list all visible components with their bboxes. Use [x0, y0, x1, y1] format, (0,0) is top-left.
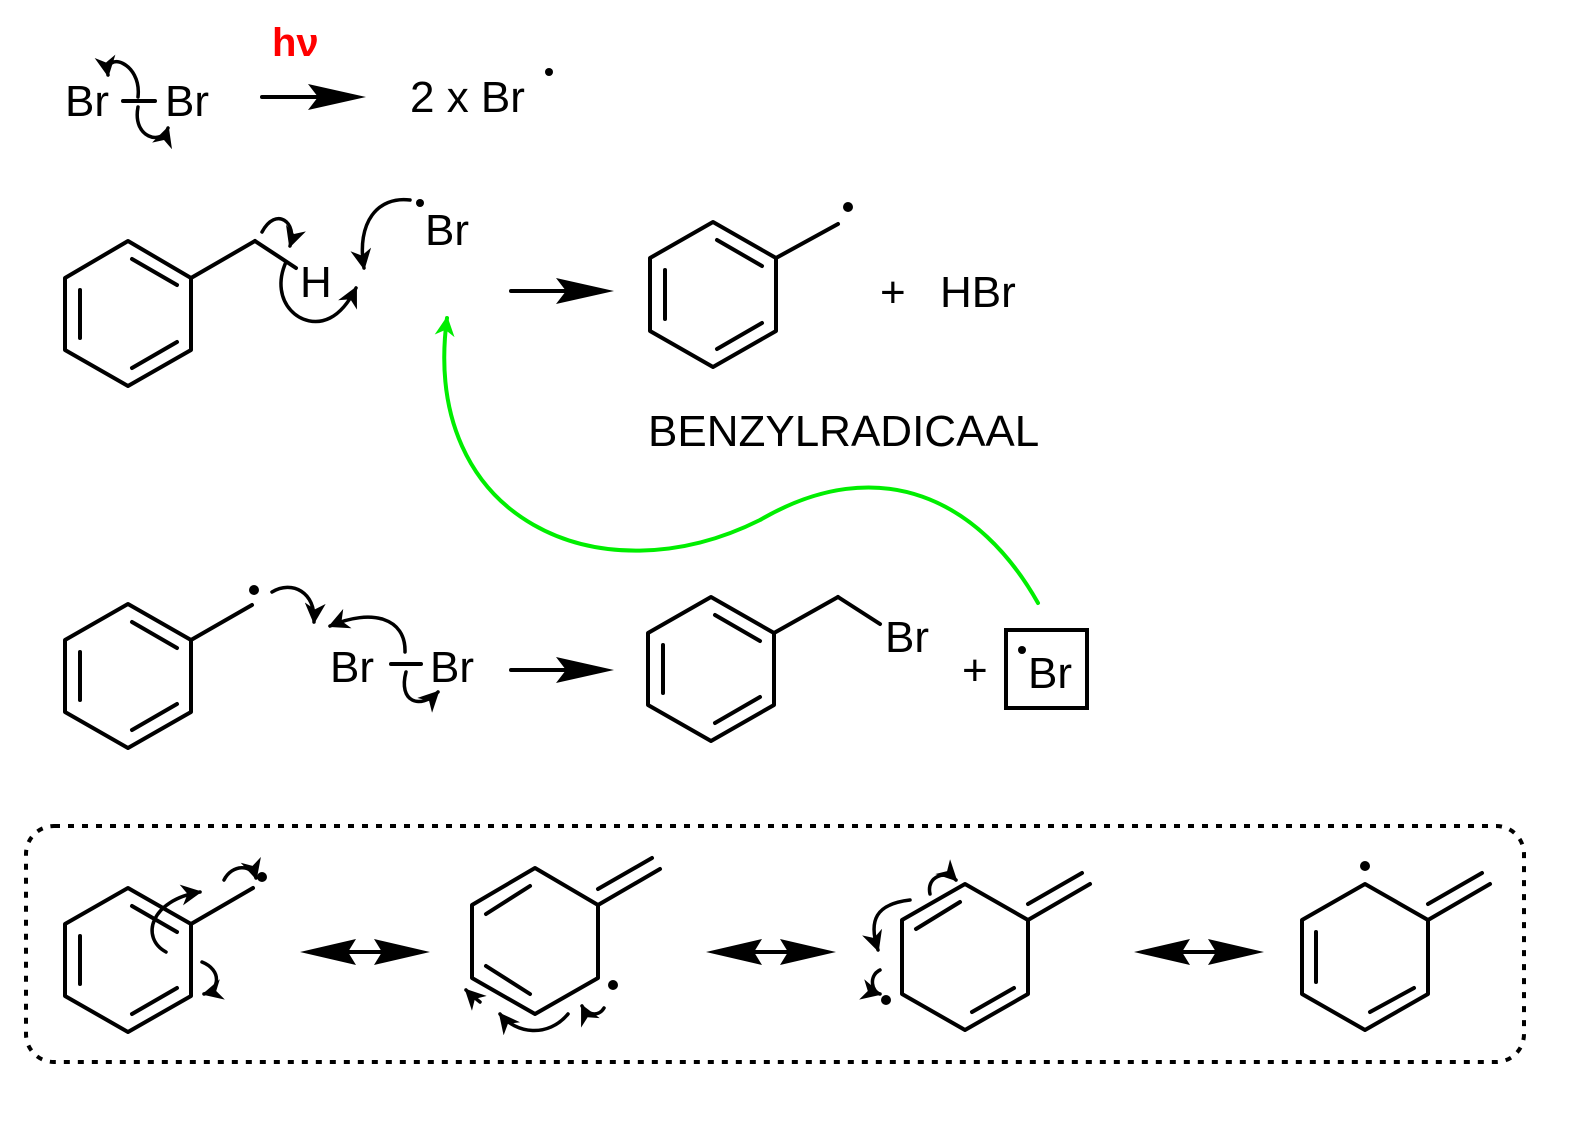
- product-2-br-radical: 2 x Br: [410, 73, 525, 122]
- step-2-propagation: H Br + HBr BENZYLRADICAAL: [63, 197, 1039, 456]
- curly-arrow-down-icon: [135, 105, 172, 150]
- resonance-structure-4: [1300, 861, 1492, 1032]
- hbr-label: HBr: [940, 268, 1016, 317]
- br-radical-label: Br: [425, 206, 469, 255]
- br2-right-label: Br: [165, 77, 209, 126]
- chain-regeneration-arrow-icon: [434, 316, 1040, 605]
- step-1-initiation: Br Br hν 2 x Br: [65, 21, 553, 150]
- step-3-propagation: Br Br Br + Br: [63, 585, 1089, 750]
- resonance-arrow-icon: [1134, 939, 1264, 965]
- boxed-br-radical: [1004, 628, 1089, 710]
- reaction-arrow-3: [509, 657, 614, 683]
- curly-arrow-br2-icon: [328, 608, 407, 654]
- curly-arrow-up-icon: [94, 54, 140, 99]
- curly-arrow-ch-icon: [260, 217, 306, 248]
- benzyl-bromide-structure: [646, 595, 882, 743]
- resonance-arrow-icon: [300, 939, 430, 965]
- radical-dot: [416, 199, 424, 207]
- curly-arrow-down-icon: [402, 670, 440, 713]
- resonance-structures-box: [24, 824, 1526, 1064]
- hydrogen-label: H: [300, 258, 332, 307]
- curly-arrow-br-icon: [350, 197, 412, 271]
- curly-arrow-h-icon: [279, 260, 358, 324]
- br2-left-label: Br: [65, 77, 109, 126]
- hv-condition: hν: [272, 21, 319, 65]
- plus-sign: +: [962, 646, 988, 695]
- radical-dot: [545, 68, 553, 76]
- resonance-structure-3: [859, 859, 1092, 1032]
- benzyl-radical-structure-2: [63, 585, 259, 750]
- br-substituent-label: Br: [885, 613, 929, 662]
- reaction-arrow-1: [260, 84, 366, 110]
- br2-left-label: Br: [330, 643, 374, 692]
- reaction-arrow-2: [509, 278, 614, 304]
- resonance-structure-1: [63, 856, 267, 1034]
- plus-sign: +: [880, 268, 906, 317]
- benzylradicaal-label: BENZYLRADICAAL: [648, 407, 1039, 456]
- toluene-structure: [63, 239, 298, 388]
- benzyl-radical-structure: [648, 202, 853, 369]
- resonance-structure-2: [464, 856, 662, 1036]
- radical-dot: [1018, 646, 1026, 654]
- curly-arrow-radical-icon: [270, 585, 326, 625]
- boxed-br-label: Br: [1028, 649, 1072, 698]
- resonance-arrow-icon: [706, 939, 836, 965]
- br2-right-label: Br: [430, 643, 474, 692]
